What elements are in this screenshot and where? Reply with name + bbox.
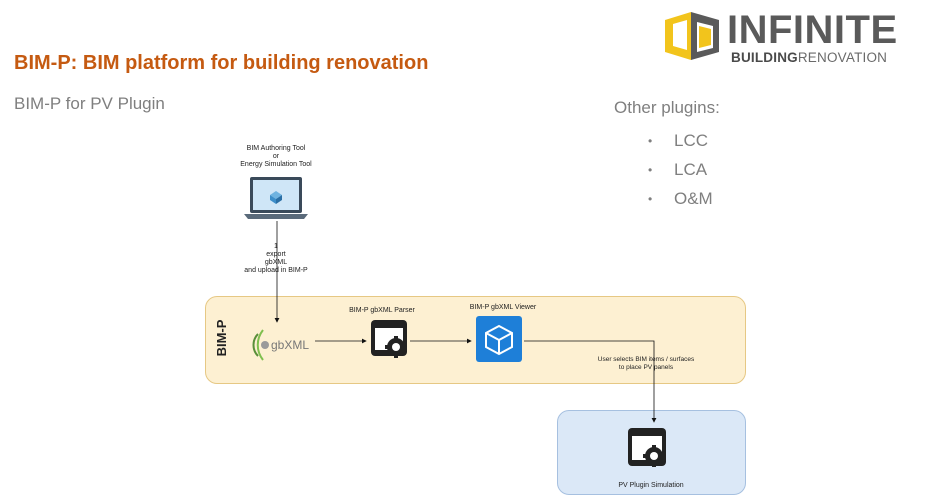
plugin-item-lcc: • LCC — [648, 126, 713, 155]
user-action-line: User selects BIM items / surfaces — [597, 356, 695, 363]
authoring-tool-line: or — [272, 153, 280, 160]
page-title: BIM-P: BIM platform for building renovat… — [14, 52, 429, 74]
bullet-icon: • — [648, 163, 653, 178]
pv-plugin-label: PV Plugin Simulation — [618, 482, 684, 489]
export-line: and upload in BIM-P — [244, 267, 308, 274]
export-line: gbXML — [264, 259, 288, 266]
bullet-icon: • — [648, 134, 653, 149]
export-label: 1 export gbXML and upload in BIM-P — [236, 243, 316, 275]
user-action-line: to place PV panels — [618, 363, 674, 371]
gbxml-logo-icon — [252, 329, 269, 361]
viewer-to-pv-arrow — [524, 340, 657, 423]
logo-wordmark: INFINITE — [727, 8, 898, 52]
logo-tagline-light: RENOVATION — [797, 50, 888, 65]
plugin-item-lca: • LCA — [648, 155, 713, 184]
user-action-label: User selects BIM items / surfaces to pla… — [566, 356, 726, 371]
viewer-label: BIM-P gbXML Viewer — [469, 304, 537, 311]
bimp-container — [205, 296, 746, 384]
plugin-label: LCC — [674, 131, 709, 150]
logo-tagline-bold: BUILDING — [731, 50, 798, 65]
export-line: 1 — [274, 243, 278, 250]
infinite-logo-icon — [665, 12, 719, 60]
logo-tagline: BUILDINGRENOVATION — [731, 50, 887, 65]
viewer-cube-icon — [476, 316, 522, 362]
page-subtitle: BIM-P for PV Plugin — [14, 94, 165, 113]
parser-label: BIM-P gbXML Parser — [349, 307, 415, 314]
plugin-label: O&M — [674, 189, 713, 208]
pv-plugin-gear-icon — [628, 428, 666, 467]
plugin-label: LCA — [674, 160, 708, 179]
bullet-icon: • — [648, 192, 653, 207]
authoring-tool-line: Energy Simulation Tool — [240, 161, 312, 168]
export-line: export — [266, 251, 286, 258]
authoring-tool-line: BIM Authoring Tool — [246, 145, 306, 152]
plugin-item-om: • O&M — [648, 184, 713, 213]
gbxml-label: gbXML — [271, 338, 310, 352]
laptop-icon — [244, 177, 308, 219]
other-plugins-list: • LCC • LCA • O&M — [648, 126, 713, 213]
parser-gear-icon — [371, 320, 407, 358]
other-plugins-title: Other plugins: — [614, 98, 720, 117]
authoring-tool-label: BIM Authoring Tool or Energy Simulation … — [220, 145, 332, 169]
